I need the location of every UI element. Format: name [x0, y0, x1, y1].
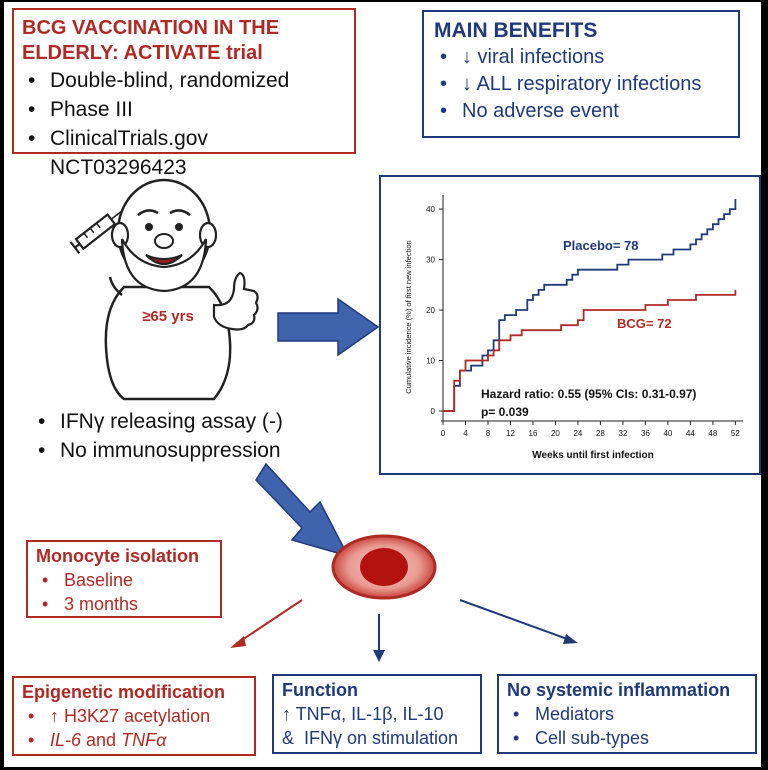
y-tick-label: 40	[426, 205, 435, 214]
person-mouth	[145, 254, 183, 265]
list-item: •Mediators	[513, 704, 615, 724]
list-item: •Phase III	[28, 98, 133, 121]
function-title: Function	[282, 680, 358, 700]
trial-bullets: •Double-blind, randomized •Phase III •Cl…	[22, 66, 346, 182]
trial-box: BCG VACCINATION IN THE ELDERLY: ACTIVATE…	[12, 8, 356, 179]
trial-title-line2: ELDERLY: ACTIVATE trial	[22, 42, 263, 64]
y-tick-label: 20	[426, 306, 435, 315]
y-tick-label: 30	[426, 256, 435, 265]
x-tick-label: 40	[663, 429, 672, 438]
x-tick-label: 28	[596, 429, 605, 438]
branch-arrows	[230, 599, 578, 662]
list-item: •IFNγ releasing assay (-)	[38, 410, 283, 433]
trial-title-line1: BCG VACCINATION IN THE	[22, 17, 280, 39]
x-tick-label: 24	[573, 429, 582, 438]
list-item: •3 months	[42, 594, 139, 614]
right-arrow-icon	[277, 297, 380, 357]
epigenetic-box: Epigenetic modification •↑ H3K27 acetyla…	[12, 676, 256, 756]
epigenetic-title: Epigenetic modification	[22, 682, 226, 702]
person-beard	[120, 238, 208, 293]
person-nose	[154, 233, 174, 249]
person-eye-right	[175, 223, 183, 231]
list-item: •ClinicalTrials.gov NCT03296423	[28, 127, 208, 179]
function-line1: ↑ TNFα, IL-1β, IL-10	[282, 704, 444, 724]
cell-nucleus	[360, 548, 408, 586]
series-label-placebo: Placebo= 78	[563, 238, 639, 253]
monocyte-bullets: •Baseline •3 months	[36, 568, 212, 616]
list-item: •Baseline	[42, 570, 134, 590]
arrow-to-function-icon	[373, 614, 385, 662]
x-tick-label: 0	[441, 429, 446, 438]
list-item: •↓ viral infections	[440, 46, 605, 68]
monocyte-cell-icon	[331, 534, 437, 600]
criteria-list: •IFNγ releasing assay (-) •No immunosupp…	[32, 407, 283, 465]
placebo-curve	[443, 199, 737, 412]
list-item: •Cell sub-types	[513, 728, 650, 748]
x-axis-label: Weeks until first infection	[532, 450, 654, 461]
p-value-text: p= 0.039	[481, 405, 529, 419]
list-item: •Double-blind, randomized	[28, 69, 290, 92]
y-tick-label: 10	[426, 357, 435, 366]
epigenetic-bullets: •↑ H3K27 acetylation •IL-6 and TNFα	[22, 704, 246, 752]
graphical-abstract: BCG VACCINATION IN THE ELDERLY: ACTIVATE…	[4, 2, 761, 767]
inflammation-title: No systemic inflammation	[507, 680, 731, 700]
down-right-arrow-icon	[255, 462, 350, 558]
series-label-bcg: BCG= 72	[617, 316, 672, 331]
list-item: •IL-6 and TNFα	[28, 730, 167, 750]
benefits-bullets: •↓ viral infections •↓ ALL respiratory i…	[434, 44, 728, 125]
person-left-arm	[108, 276, 123, 296]
list-item: •↑ H3K27 acetylation	[28, 706, 211, 726]
age-label: ≥65 yrs	[142, 308, 194, 325]
person-body	[104, 285, 232, 401]
benefits-box: MAIN BENEFITS •↓ viral infections •↓ ALL…	[422, 10, 740, 138]
monocyte-title: Monocyte isolation	[36, 546, 200, 566]
x-tick-label: 52	[731, 429, 740, 438]
list-item: •No immunosuppression	[38, 439, 281, 462]
list-item: •↓ ALL respiratory infections	[440, 73, 702, 95]
y-tick-label: 0	[431, 407, 436, 416]
arrow-to-inflammation-icon	[459, 599, 578, 644]
x-tick-label: 12	[506, 429, 515, 438]
monocyte-box: Monocyte isolation •Baseline •3 months	[26, 540, 222, 618]
x-tick-label: 32	[618, 429, 627, 438]
y-axis-label: Cumulative incidence (%) of first new in…	[404, 240, 413, 393]
inflammation-bullets: •Mediators •Cell sub-types	[507, 702, 747, 750]
x-tick-label: 44	[686, 429, 695, 438]
chart-lines	[443, 199, 737, 412]
x-tick-label: 4	[463, 429, 468, 438]
arrow-to-epigenetic-icon	[230, 599, 303, 648]
x-tick-label: 48	[708, 429, 717, 438]
function-box: Function ↑ TNFα, IL-1β, IL-10 & IFNγ on …	[272, 674, 482, 754]
function-line2: & IFNγ on stimulation	[282, 728, 459, 748]
x-tick-label: 36	[641, 429, 650, 438]
list-item: •No adverse event	[440, 100, 619, 122]
hazard-ratio-text: Hazard ratio: 0.55 (95% CIs: 0.31-0.97)	[481, 387, 696, 401]
x-tick-label: 20	[551, 429, 560, 438]
x-tick-label: 16	[529, 429, 538, 438]
inflammation-box: No systemic inflammation •Mediators •Cel…	[497, 674, 757, 754]
elderly-person-illustration: ≥65 yrs	[69, 178, 259, 401]
person-eye-left	[145, 223, 153, 231]
x-tick-label: 8	[486, 429, 491, 438]
benefits-title: MAIN BENEFITS	[434, 19, 598, 42]
thumbs-up-hand	[212, 271, 259, 331]
bcg-curve	[443, 289, 737, 412]
